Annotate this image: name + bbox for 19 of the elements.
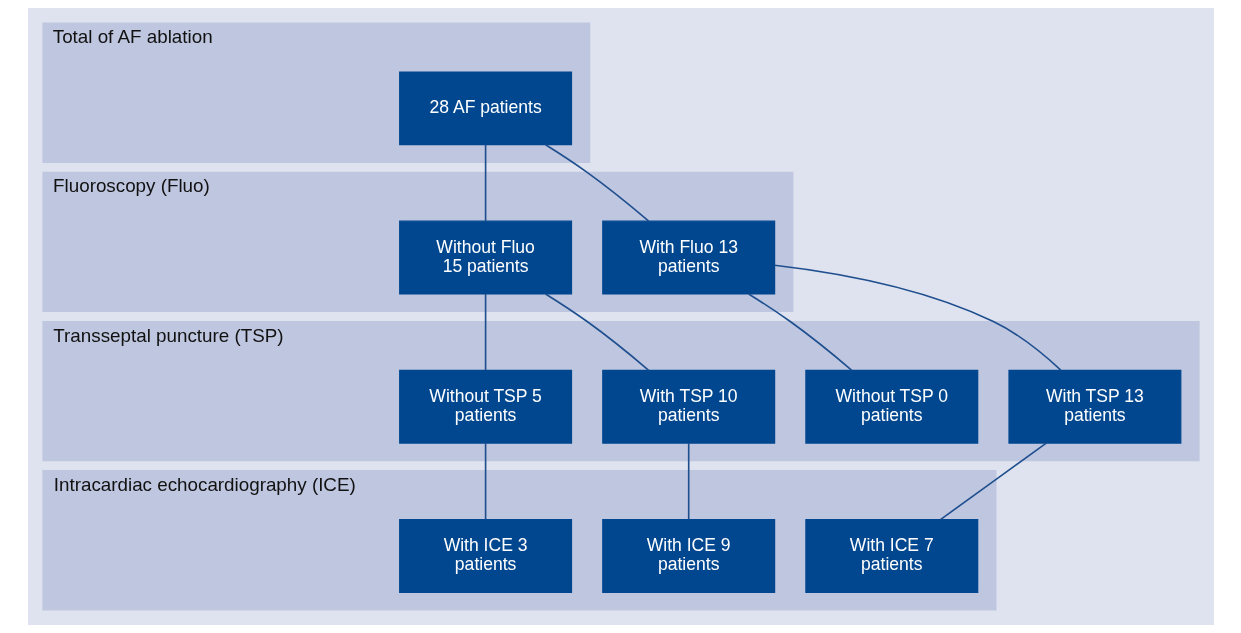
node-box: With ICE 3 patients: [398, 518, 572, 593]
node-box: With ICE 9 patients: [601, 518, 775, 593]
node-box: With Fluo 13 patients: [601, 220, 775, 295]
connector: [544, 143, 650, 222]
node-box: Without Fluo 15 patients: [398, 220, 572, 295]
connector: [484, 442, 486, 521]
node-box: Without TSP 0 patients: [804, 369, 978, 444]
node-box: 28 AF patients: [398, 71, 572, 146]
connector: [747, 293, 853, 372]
node-box: With TSP 10 patients: [601, 369, 775, 444]
connector: [773, 264, 1062, 371]
connector: [687, 442, 689, 521]
node-box: With ICE 7 patients: [804, 518, 978, 593]
node-box: With TSP 13 patients: [1007, 369, 1181, 444]
connector: [484, 143, 486, 222]
connector: [939, 442, 1047, 521]
node-box: Without TSP 5 patients: [398, 369, 572, 444]
connector: [484, 293, 486, 371]
connector: [544, 293, 650, 372]
